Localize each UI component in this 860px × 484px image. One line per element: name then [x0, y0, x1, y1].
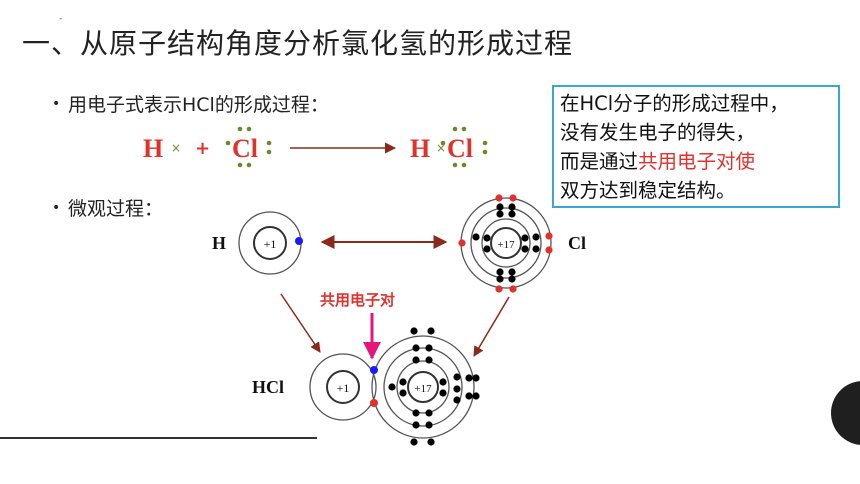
h-atom: H +1	[212, 211, 303, 275]
eq-plus: +	[195, 138, 210, 159]
hcl-cl-nucleus: +17	[414, 383, 432, 395]
note-line-1: 在HCl分子的形成过程中，	[560, 92, 789, 115]
eq-h2: H	[410, 134, 430, 163]
bottom-divider	[0, 437, 317, 439]
eq-cl1: Cl	[232, 134, 258, 163]
arrow-cl-to-hcl	[473, 296, 510, 357]
eq-x2: ×	[436, 141, 446, 155]
cl-inner-electrons	[472, 203, 540, 283]
h-atom-label: H	[212, 233, 226, 253]
bullet-dot-icon: •	[52, 96, 61, 112]
cl1-lone-pairs	[225, 126, 272, 168]
note-line-3-prefix: 而是通过	[560, 150, 639, 173]
arrow-h-to-hcl	[280, 293, 321, 353]
hcl-h-nucleus: +1	[337, 381, 350, 395]
note-line-4: 双方达到稳定结构。	[560, 179, 736, 202]
note-line-3: 而是通过共用电子对使	[560, 147, 832, 176]
h-nucleus-charge: +1	[264, 237, 277, 251]
electron-formula-equation: H × + Cl H × Cl	[143, 126, 488, 168]
eq-h1: H	[143, 134, 163, 163]
shared-pair-label: 共用电子对	[320, 291, 395, 309]
cl-nucleus-charge: +17	[497, 239, 515, 251]
eq-x1: ×	[171, 141, 181, 155]
cl-atom-label: Cl	[568, 233, 586, 253]
h-electron	[295, 237, 303, 245]
bullet-micro-process: • 微观过程：	[52, 194, 163, 221]
bullet-micro-process-text: 微观过程：	[68, 198, 164, 220]
cl-atom: +17 Cl	[458, 194, 586, 293]
cl2-lone-pairs	[440, 126, 488, 168]
shared-electron-h	[370, 366, 378, 374]
note-line-3-highlight: 共用电子对使	[638, 150, 756, 173]
note-line-2: 没有发生电子的得失，	[560, 121, 756, 144]
shared-electron-cl	[370, 399, 378, 407]
bullet-electron-formula: • 用电子式表示HCl的形成过程：	[52, 90, 329, 117]
slide-title: 一、从原子结构角度分析氯化氢的形成过程	[22, 27, 574, 60]
bullet-dot-icon: •	[52, 200, 61, 216]
hcl-molecule: HCl +1 +17	[252, 327, 480, 446]
hcl-cl-electrons	[388, 327, 480, 446]
bullet-electron-formula-text: 用电子式表示HCl的形成过程：	[68, 94, 329, 116]
title-mark: -	[59, 14, 63, 24]
cl-outer-electrons	[458, 194, 553, 293]
eq-cl2: Cl	[447, 134, 473, 163]
explanation-note: 在HCl分子的形成过程中， 没有发生电子的得失， 而是通过共用电子对使 双方达到…	[552, 85, 840, 208]
hcl-label: HCl	[252, 377, 284, 397]
